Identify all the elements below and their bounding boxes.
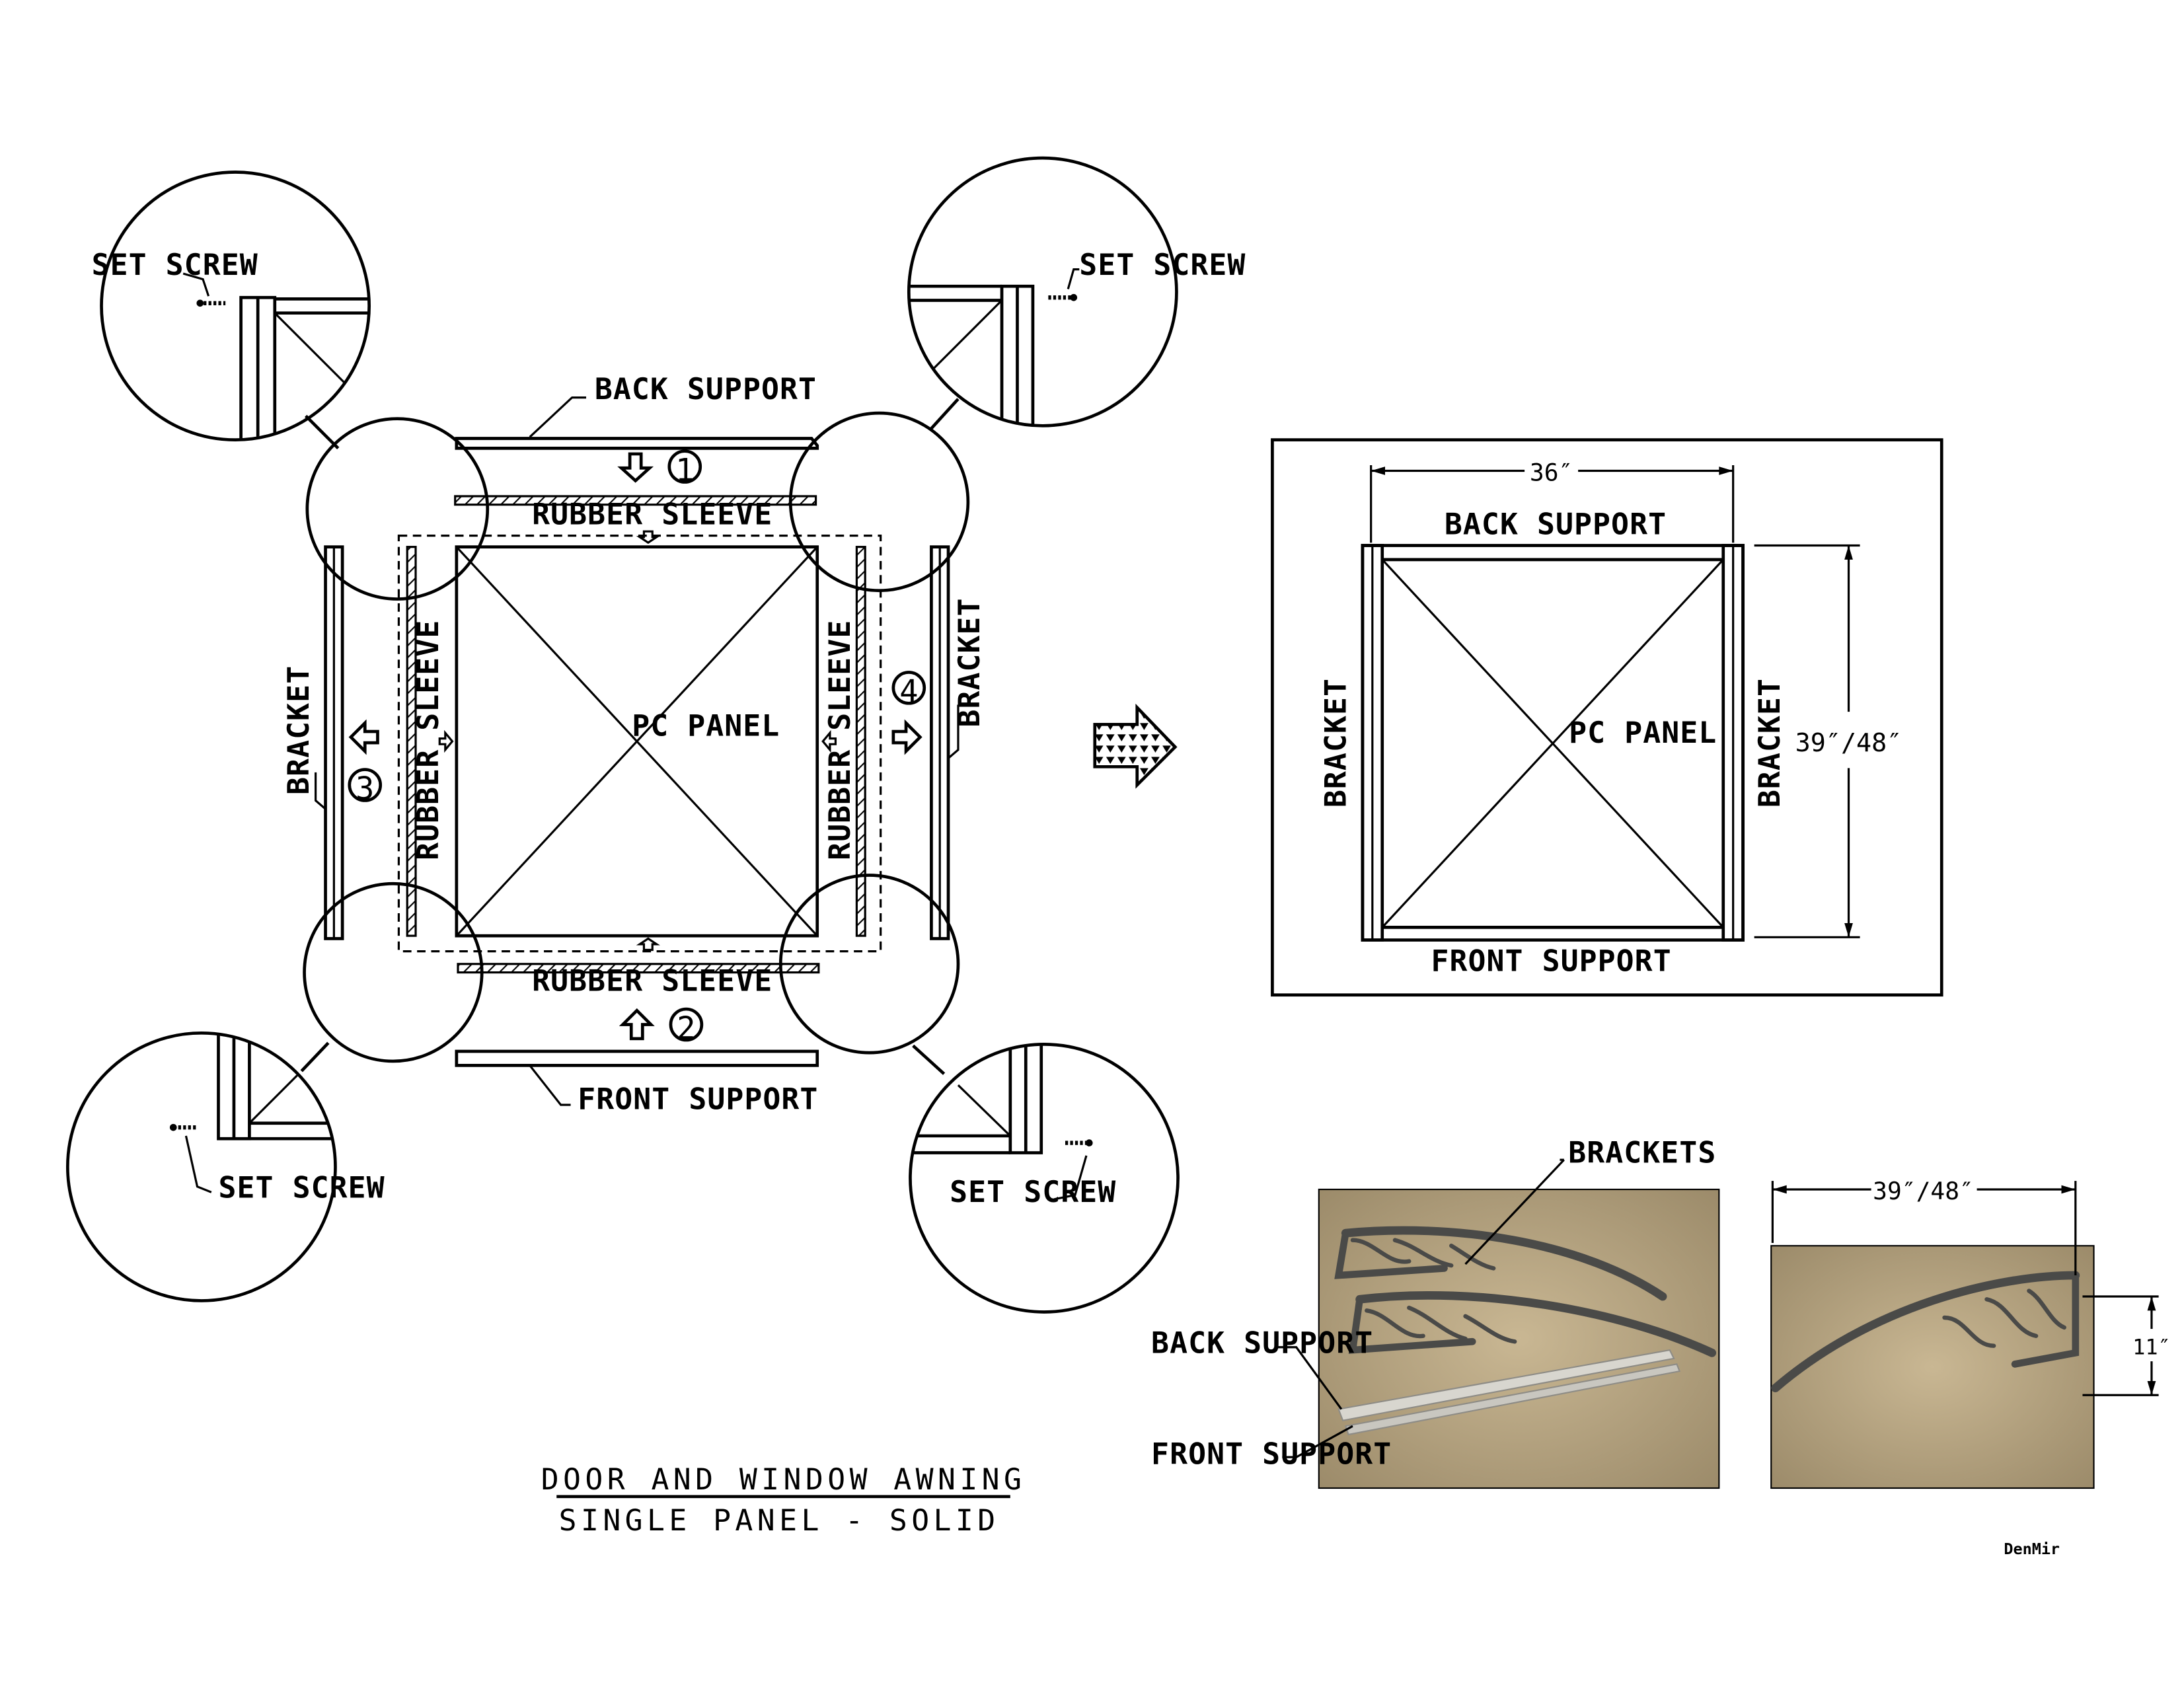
left-bracket-label: BRACKET [281, 665, 316, 795]
right-bracket-label: BRACKET [952, 597, 987, 727]
corner-circle-bottom-right [778, 874, 960, 1055]
bracket-profile-photo: 39″/48″ 11″ [1770, 1177, 2171, 1489]
top-rubber-sleeve-label: RUBBER SLEEVE [532, 497, 772, 532]
assembled-left-bracket-label: BRACKET [1318, 678, 1353, 807]
bottom-rubber-sleeve [457, 963, 820, 974]
left-sleeve-arrow [438, 730, 454, 753]
set-screw-label-tl: SET SCREW [92, 247, 258, 282]
exploded-view: BACK SUPPORT 1 RUBBER SLEEVE PC PANEL RU… [281, 371, 987, 1117]
top-sleeve-arrow [636, 530, 660, 544]
set-screw-label-bl: SET SCREW [219, 1170, 385, 1205]
drawing-subtitle: SINGLE PANEL - SOLID [559, 1503, 1000, 1538]
left-bracket-callout: BRACKET [281, 665, 326, 810]
front-support-part [455, 1049, 819, 1067]
assembled-front-support-label: FRONT SUPPORT [1431, 943, 1671, 978]
assembled-back-support-label: BACK SUPPORT [1445, 506, 1667, 541]
right-bracket-callout: BRACKET [947, 597, 987, 759]
author-signature: DenMir [2004, 1540, 2060, 1558]
drawing-title: DOOR AND WINDOW AWNING [541, 1462, 1026, 1497]
width-dimension: 36″ [1530, 458, 1573, 486]
corner-circle-top-right [788, 411, 970, 593]
detail-bottom-left: SET SCREW [66, 1031, 385, 1302]
support-photo-1 [1337, 1349, 1675, 1421]
bracket-length-dimension: 39″/48″ [1873, 1177, 1974, 1205]
step-4-marker: 4 [891, 671, 926, 710]
detail-top-right: SET SCREW [907, 156, 1246, 428]
back-support-part [455, 437, 819, 450]
top-rubber-sleeve [454, 495, 817, 506]
step-2-arrow [619, 1008, 655, 1041]
right-bracket-part [930, 545, 950, 940]
bottom-sleeve-arrow [636, 937, 660, 952]
bottom-rubber-sleeve-label: RUBBER SLEEVE [532, 963, 772, 998]
back-support-label: BACK SUPPORT [595, 371, 817, 406]
bracket-photo-1 [1334, 1226, 1667, 1301]
assembly-boundary [397, 535, 882, 953]
parts-photo: BRACKETS BACK SUPPORT FRONT SUPPORT [1151, 1135, 1720, 1489]
corner-circle-bottom-left [303, 881, 484, 1063]
step-2-number: 2 [677, 1010, 695, 1047]
right-rubber-sleeve-label: RUBBER SLEEVE [822, 620, 857, 860]
bracket-photo-2 [1348, 1291, 1717, 1357]
right-sleeve-arrow [821, 730, 837, 753]
assembled-pc-panel-label: PC PANEL [1569, 715, 1717, 750]
support-photo-2 [1344, 1363, 1681, 1436]
set-screw-label-tr: SET SCREW [1079, 247, 1246, 282]
photo-back-support-label: BACK SUPPORT [1151, 1325, 1373, 1360]
detail-leader-bl [300, 1041, 330, 1072]
set-screw-label-br: SET SCREW [950, 1174, 1116, 1209]
step-3-number: 3 [356, 770, 374, 807]
bracket-height-dimension: 11″ [2132, 1334, 2171, 1359]
step-1-number: 1 [675, 452, 694, 488]
photo-front-support-label: FRONT SUPPORT [1151, 1437, 1392, 1472]
back-support-callout: BACK SUPPORT [529, 371, 817, 438]
pc-panel-label: PC PANEL [632, 708, 780, 743]
detail-leader-tl [305, 414, 340, 450]
assembled-view: 36″ BACK SUPPORT PC PANEL BRACKET BRACKE… [1271, 438, 1943, 997]
step-3-arrow [348, 719, 379, 755]
detail-bottom-right: SET SCREW [909, 1043, 1180, 1314]
length-dimension: 39″/48″ [1795, 728, 1902, 758]
pc-panel-part [455, 545, 819, 938]
result-arrow-icon [1093, 703, 1178, 789]
detail-top-left: SET SCREW [92, 170, 371, 441]
detail-leader-br [912, 1044, 946, 1075]
step-1-marker: 1 [667, 449, 702, 488]
step-4-number: 4 [899, 673, 918, 710]
right-rubber-sleeve [855, 546, 866, 937]
assembled-right-bracket-label: BRACKET [1752, 678, 1787, 807]
step-2-marker: 2 [669, 1007, 704, 1047]
title-block: DOOR AND WINDOW AWNING SINGLE PANEL - SO… [541, 1462, 2060, 1558]
detail-leader-tr [928, 398, 960, 431]
step-4-arrow [891, 719, 923, 755]
left-rubber-sleeve [406, 546, 417, 937]
brackets-photo-label: BRACKETS [1568, 1135, 1716, 1170]
step-3-marker: 3 [348, 768, 383, 807]
corner-circle-top-left [305, 417, 490, 601]
front-support-callout: FRONT SUPPORT [529, 1065, 818, 1116]
step-1-arrow [617, 452, 654, 483]
left-bracket-part [324, 545, 344, 940]
front-support-label: FRONT SUPPORT [578, 1081, 818, 1116]
